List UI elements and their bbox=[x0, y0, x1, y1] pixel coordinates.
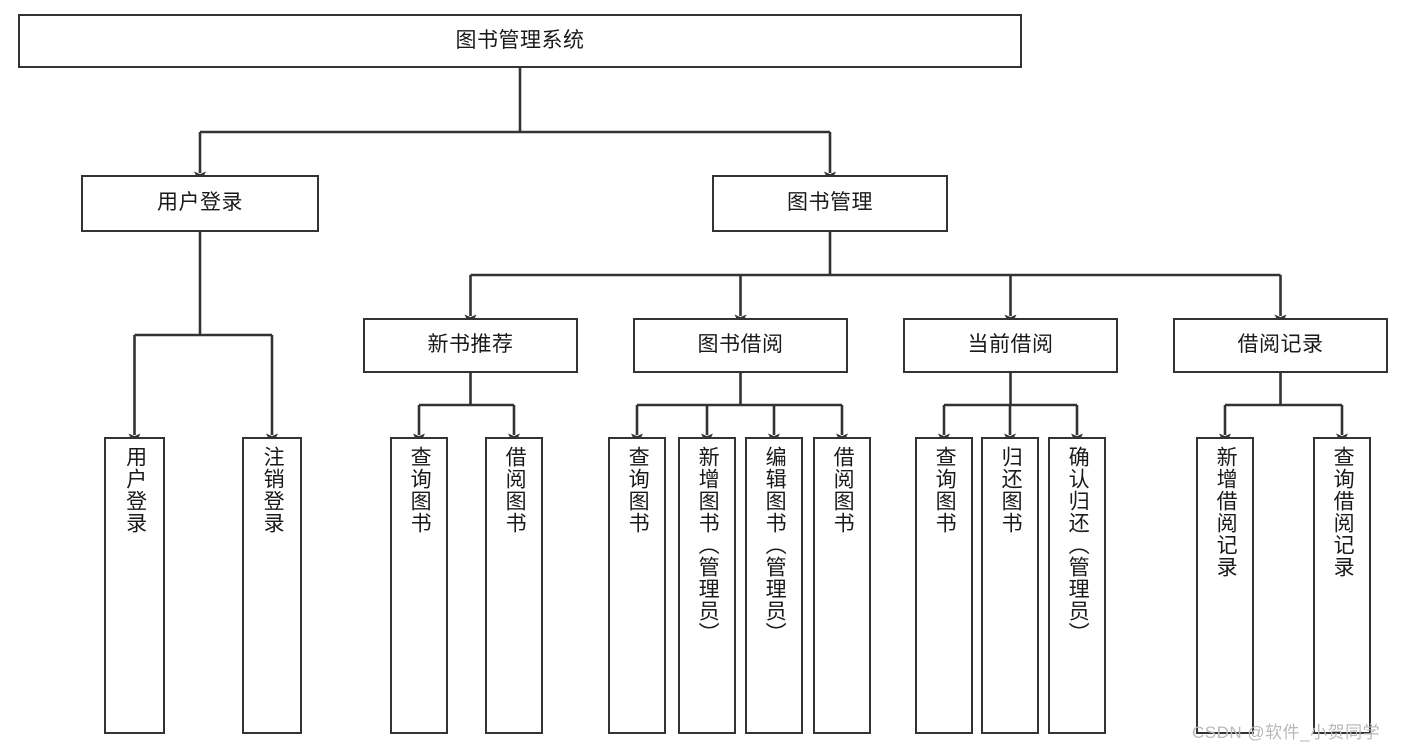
node-leaf-confirm-return[interactable]: 确认归还（管理员） bbox=[1048, 437, 1106, 734]
node-borrow-record[interactable]: 借阅记录 bbox=[1173, 318, 1388, 373]
node-label: 查询图书 bbox=[626, 446, 650, 534]
node-label: 新增图书（管理员） bbox=[696, 446, 720, 644]
node-leaf-user-login[interactable]: 用户登录 bbox=[104, 437, 165, 734]
node-label: 查询图书 bbox=[933, 446, 957, 534]
node-label: 确认归还（管理员） bbox=[1066, 446, 1090, 644]
node-leaf-borrow-book-1[interactable]: 借阅图书 bbox=[485, 437, 543, 734]
node-leaf-query-book-3[interactable]: 查询图书 bbox=[915, 437, 973, 734]
node-leaf-add-book[interactable]: 新增图书（管理员） bbox=[678, 437, 736, 734]
node-book-manage[interactable]: 图书管理 bbox=[712, 175, 948, 232]
node-label: 查询图书 bbox=[408, 446, 432, 534]
node-label: 借阅记录 bbox=[1237, 333, 1324, 357]
node-leaf-borrow-book-2[interactable]: 借阅图书 bbox=[813, 437, 871, 734]
node-label: 新书推荐 bbox=[427, 333, 514, 357]
node-label: 当前借阅 bbox=[967, 333, 1054, 357]
node-leaf-query-book-2[interactable]: 查询图书 bbox=[608, 437, 666, 734]
node-label: 新增借阅记录 bbox=[1214, 446, 1238, 578]
node-leaf-edit-book[interactable]: 编辑图书（管理员） bbox=[745, 437, 803, 734]
node-leaf-query-record[interactable]: 查询借阅记录 bbox=[1313, 437, 1371, 734]
node-leaf-add-record[interactable]: 新增借阅记录 bbox=[1196, 437, 1254, 734]
node-book-borrow[interactable]: 图书借阅 bbox=[633, 318, 848, 373]
node-user-login[interactable]: 用户登录 bbox=[81, 175, 319, 232]
node-label: 注销登录 bbox=[261, 446, 285, 534]
node-label: 查询借阅记录 bbox=[1331, 446, 1355, 578]
node-label: 编辑图书（管理员） bbox=[763, 446, 787, 644]
node-current-borrow[interactable]: 当前借阅 bbox=[903, 318, 1118, 373]
node-leaf-return-book[interactable]: 归还图书 bbox=[981, 437, 1039, 734]
node-root[interactable]: 图书管理系统 bbox=[18, 14, 1022, 68]
node-leaf-logout[interactable]: 注销登录 bbox=[242, 437, 302, 734]
node-label: 归还图书 bbox=[999, 446, 1023, 534]
connector-group bbox=[128, 68, 1348, 446]
node-label: 图书管理系统 bbox=[455, 28, 585, 52]
node-label: 借阅图书 bbox=[831, 446, 855, 534]
node-label: 用户登录 bbox=[157, 191, 243, 215]
node-new-book-rec[interactable]: 新书推荐 bbox=[363, 318, 578, 373]
node-leaf-query-book-1[interactable]: 查询图书 bbox=[390, 437, 448, 734]
node-label: 图书管理 bbox=[787, 191, 873, 215]
node-label: 用户登录 bbox=[123, 446, 147, 534]
node-label: 图书借阅 bbox=[697, 333, 784, 357]
node-label: 借阅图书 bbox=[503, 446, 527, 534]
